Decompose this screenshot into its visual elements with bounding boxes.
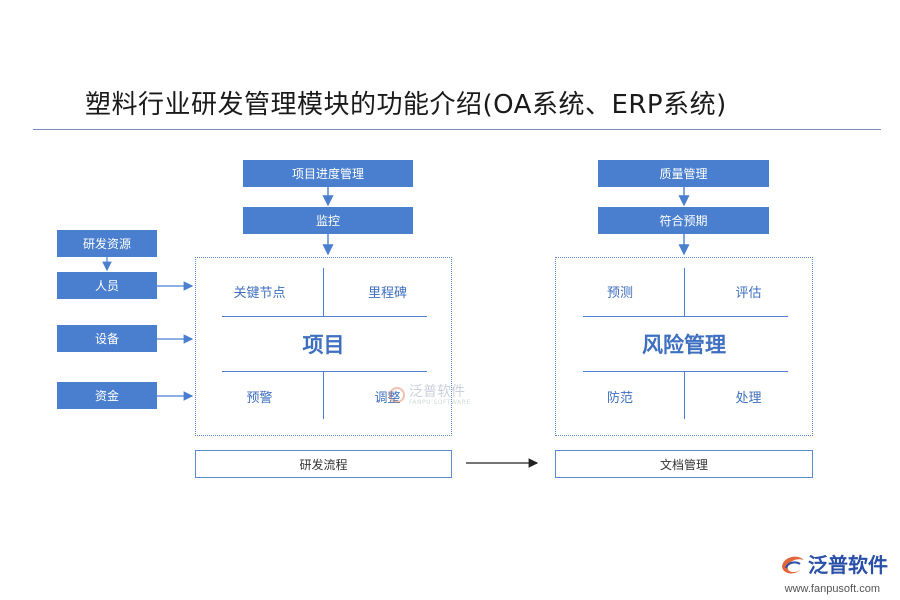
brand-logo-text: 泛普软件 [808, 553, 888, 577]
project-panel: 关键节点 里程碑 项目 预警 调整 [195, 257, 452, 436]
funds-box: 资金 [57, 382, 157, 409]
project-cell-key-node: 关键节点 [233, 285, 286, 301]
meet-expectation-box: 符合预期 [598, 207, 769, 234]
risk-divider-v-bottom [684, 371, 685, 419]
watermark-subtext: FANPU SOFTWARE [409, 398, 471, 406]
project-divider-v-bottom [323, 371, 324, 419]
quality-management-box: 质量管理 [598, 160, 769, 187]
project-divider-h-bottom [222, 371, 427, 372]
risk-panel: 预测 评估 风险管理 防范 处理 [555, 257, 813, 436]
monitor-box: 监控 [243, 207, 413, 234]
equipment-box: 设备 [57, 325, 157, 352]
risk-cell-handle: 处理 [735, 390, 762, 406]
rd-process-box: 研发流程 [195, 450, 452, 478]
risk-center-label: 风险管理 [642, 332, 726, 357]
project-cell-adjust: 调整 [374, 390, 401, 406]
rd-resource-box: 研发资源 [57, 230, 157, 257]
brand-logo: 泛普软件 [778, 549, 888, 578]
project-center-label: 项目 [302, 332, 345, 357]
title-divider [33, 129, 881, 130]
page-title: 塑料行业研发管理模块的功能介绍(OA系统、ERP系统) [85, 90, 727, 120]
project-divider-h-top [222, 316, 427, 317]
brand-url: www.fanpusoft.com [784, 583, 880, 595]
risk-divider-h-bottom [583, 371, 788, 372]
document-management-box: 文档管理 [555, 450, 813, 478]
people-box: 人员 [57, 272, 157, 299]
watermark: 泛普软件 FANPU SOFTWARE [388, 385, 471, 406]
risk-divider-h-top [583, 316, 788, 317]
brand-logo-icon [782, 556, 804, 573]
risk-cell-assess: 评估 [735, 285, 762, 301]
risk-cell-forecast: 预测 [606, 285, 633, 301]
watermark-text: 泛普软件 [409, 384, 465, 400]
risk-cell-prevent: 防范 [606, 390, 633, 406]
watermark-logo-icon [389, 387, 405, 404]
project-progress-box: 项目进度管理 [243, 160, 413, 187]
project-divider-v-top [323, 268, 324, 316]
project-cell-warning: 预警 [246, 390, 273, 406]
risk-divider-v-top [684, 268, 685, 316]
project-cell-milestone: 里程碑 [367, 285, 407, 301]
